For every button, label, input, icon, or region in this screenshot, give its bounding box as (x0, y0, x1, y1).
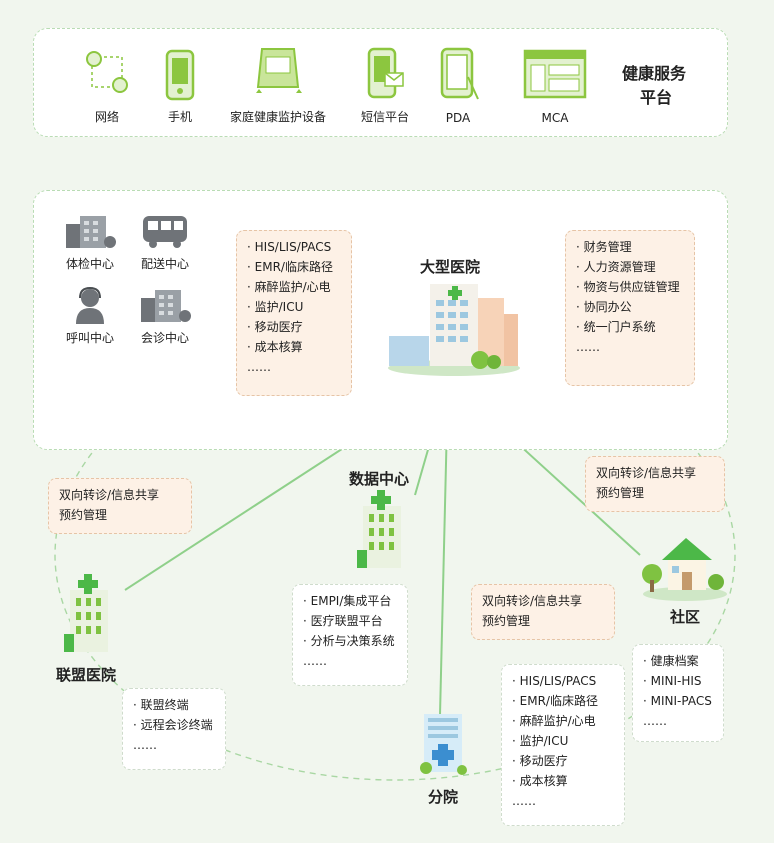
device-label: 手机 (167, 110, 192, 124)
referral-note-middle: 双向转诊/信息共享 预约管理 (471, 584, 615, 640)
list-item: · EMR/临床路径 (512, 694, 598, 708)
large-hospital-title: 大型医院 (420, 258, 481, 276)
device-label: MCA (541, 111, 569, 125)
center-call: 呼叫中心 (55, 286, 125, 346)
device-mca: MCA (515, 45, 595, 125)
list-item: · 监护/ICU (512, 734, 569, 748)
office-building-icon (66, 216, 116, 248)
data-center-title: 数据中心 (349, 470, 410, 488)
pda-icon (440, 47, 479, 100)
referral-line: 预约管理 (59, 508, 108, 522)
center-consultation: 会诊中心 (130, 286, 200, 346)
branch-list: · HIS/LIS/PACS · EMR/临床路径 · 麻醉监护/心电 · 监护… (501, 664, 625, 826)
list-item: · 移动医疗 (512, 754, 568, 768)
list-item: …… (643, 714, 667, 728)
office-building-icon (141, 290, 191, 322)
device-label: 短信平台 (360, 110, 409, 124)
mca-icon (523, 49, 587, 99)
list-item: · 远程会诊终端 (133, 718, 213, 732)
list-item: · 财务管理 (576, 240, 632, 254)
list-item: · 健康档案 (643, 654, 699, 668)
center-physical-exam: 体检中心 (55, 212, 125, 272)
list-item: · 监护/ICU (247, 300, 304, 314)
referral-line: 双向转诊/信息共享 (482, 594, 583, 608)
list-item: · 分析与决策系统 (303, 634, 395, 648)
list-item: …… (303, 654, 327, 668)
platform-title-line2: 平台 (640, 88, 673, 107)
center-label: 配送中心 (140, 257, 189, 271)
referral-line: 预约管理 (482, 614, 531, 628)
alliance-hospital-title: 联盟医院 (56, 666, 117, 684)
list-item: · HIS/LIS/PACS (512, 674, 597, 688)
alliance-hospital-building-icon (64, 574, 108, 652)
list-item: · 物资与供应链管理 (576, 280, 680, 294)
list-item: · 麻醉监护/心电 (512, 714, 596, 728)
list-item: …… (247, 360, 271, 374)
center-distribution: 配送中心 (130, 212, 200, 272)
list-item: · 成本核算 (512, 774, 568, 788)
list-item: · MINI-HIS (643, 674, 702, 688)
referral-note-left: 双向转诊/信息共享 预约管理 (48, 478, 192, 534)
center-label: 体检中心 (65, 257, 114, 271)
device-sms: 短信平台 (350, 45, 420, 125)
list-item: · 成本核算 (247, 340, 303, 354)
data-center-building-icon (357, 490, 401, 568)
community-house-icon (642, 538, 727, 601)
list-item: …… (512, 794, 536, 808)
sms-platform-icon (367, 47, 404, 99)
center-label: 呼叫中心 (65, 331, 114, 345)
large-hospital-building-icon (388, 284, 520, 376)
home-health-monitor-icon (256, 48, 302, 93)
community-list: · 健康档案 · MINI-HIS · MINI-PACS …… (632, 644, 724, 742)
device-label: PDA (445, 111, 471, 125)
branch-hospital-building-icon (420, 714, 467, 775)
referral-note-right: 双向转诊/信息共享 预约管理 (585, 456, 725, 512)
list-item: · 统一门户系统 (576, 320, 656, 334)
referral-line: 预约管理 (596, 486, 645, 500)
list-item: · 协同办公 (576, 300, 632, 314)
device-home-monitor: 家庭健康监护设备 (222, 45, 334, 125)
device-label: 网络 (94, 110, 119, 124)
mobile-phone-icon (165, 49, 195, 101)
device-pda: PDA (428, 45, 488, 125)
list-item: · 人力资源管理 (576, 260, 656, 274)
list-item: · MINI-PACS (643, 694, 712, 708)
hospital-systems-list: · HIS/LIS/PACS · EMR/临床路径 · 麻醉监护/心电 · 监护… (236, 230, 352, 396)
list-item: · 麻醉监护/心电 (247, 280, 331, 294)
alliance-list: · 联盟终端 · 远程会诊终端 …… (122, 688, 226, 770)
list-item: …… (576, 340, 600, 354)
referral-line: 双向转诊/信息共享 (59, 488, 160, 502)
device-label: 家庭健康监护设备 (229, 110, 326, 124)
center-label: 会诊中心 (140, 331, 189, 345)
data-center-list: · EMPI/集成平台 · 医疗联盟平台 · 分析与决策系统 …… (292, 584, 408, 686)
list-item: · 联盟终端 (133, 698, 189, 712)
list-item: · HIS/LIS/PACS (247, 240, 332, 254)
platform-title-line1: 健康服务 (622, 64, 687, 83)
call-center-icon (76, 286, 104, 324)
device-mobile: 手机 (150, 45, 210, 125)
community-title: 社区 (670, 608, 701, 626)
bus-icon (143, 216, 187, 248)
list-item: · 移动医疗 (247, 320, 303, 334)
list-item: · EMR/临床路径 (247, 260, 333, 274)
network-icon (86, 51, 128, 93)
list-item: · EMPI/集成平台 (303, 594, 392, 608)
list-item: · 医疗联盟平台 (303, 614, 383, 628)
branch-hospital-title: 分院 (428, 788, 459, 806)
referral-line: 双向转诊/信息共享 (596, 466, 697, 480)
device-network: 网络 (72, 45, 142, 125)
list-item: …… (133, 738, 157, 752)
hospital-management-list: · 财务管理 · 人力资源管理 · 物资与供应链管理 · 协同办公 · 统一门户… (565, 230, 695, 386)
